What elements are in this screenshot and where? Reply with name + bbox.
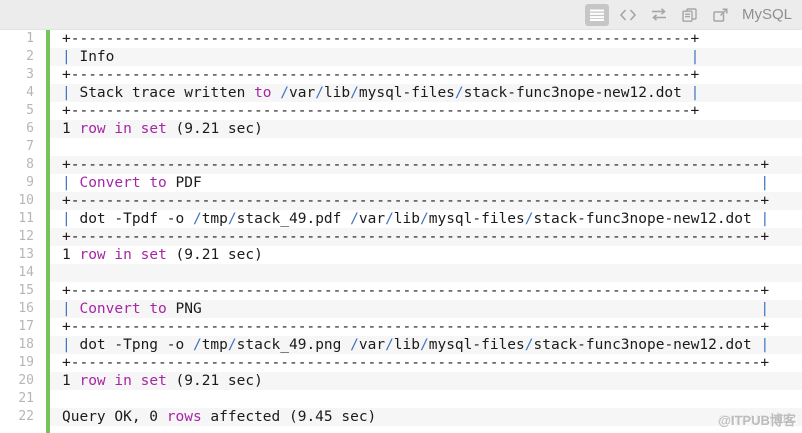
code-line: 22 Query OK, 0 rows affected (9.45 sec) [0,408,802,426]
code-line: 6 1 row in set (9.21 sec) [0,120,802,138]
code-line: 4 | Stack trace written to /var/lib/mysql… [0,84,802,102]
code-text: 1 row in set (9.21 sec) [50,120,802,138]
code-line: 3 +--------------------------------------… [0,66,802,84]
code-line: 18 | dot -Tpng -o /tmp/stack_49.png /var/… [0,336,802,354]
code-text: +---------------------------------------… [62,67,700,83]
code-text: | Convert to PDF | [62,175,770,191]
code-line: 14 [0,264,802,282]
line-number: 21 [18,391,34,406]
watermark: @ITPUB博客 [718,413,796,428]
code-text [50,264,802,282]
line-number: 13 [18,247,34,262]
code-text [50,390,802,408]
code-line: 13 1 row in set (9.21 sec) [0,246,802,264]
code-toolbar: MySQL [0,0,802,30]
line-number: 19 [18,355,34,370]
line-number: 17 [18,319,34,334]
code-text: Query OK, 0 rows affected (9.45 sec) [50,408,802,426]
line-number: 7 [26,139,34,154]
line-number: 9 [26,175,34,190]
line-number: 15 [18,283,34,298]
line-number: 4 [26,85,34,100]
line-number: 12 [18,229,34,244]
code-line: 12 +-------------------------------------… [0,228,802,246]
line-number: 22 [18,409,34,424]
code-line: 7 [0,138,802,156]
code-line: 1 +--------------------------------------… [0,30,802,48]
line-number: 5 [26,103,34,118]
code-text: 1 row in set (9.21 sec) [50,372,802,390]
line-number: 14 [18,265,34,280]
show-plain-text-icon[interactable] [584,3,609,26]
code-text: +---------------------------------------… [62,319,770,335]
code-text: +---------------------------------------… [50,156,802,174]
line-number: 8 [26,157,34,172]
line-number: 3 [26,67,34,82]
code-block: 1 +--------------------------------------… [0,30,802,433]
copy-icon[interactable] [678,4,702,26]
code-text: | Info | [50,48,802,66]
code-line: 8 +--------------------------------------… [0,156,802,174]
code-line: 16 | Convert to PNG | [0,300,802,318]
code-text: 1 row in set (9.21 sec) [62,247,263,263]
line-number: 20 [18,373,34,388]
line-number: 18 [18,337,34,352]
code-line: 11 | dot -Tpdf -o /tmp/stack_49.pdf /var/… [0,210,802,228]
brush-label: MySQL [741,6,792,23]
line-number: 6 [26,121,34,136]
line-number: 2 [26,49,34,64]
open-in-new-window-icon[interactable] [709,4,733,26]
code-line: 20 1 row in set (9.21 sec) [0,372,802,390]
code-line: 10 +-------------------------------------… [0,192,802,210]
code-text: | Stack trace written to /var/lib/mysql-… [50,84,802,102]
code-text: | dot -Tpdf -o /tmp/stack_49.pdf /var/li… [62,211,770,227]
code-text: +---------------------------------------… [62,283,770,299]
wrap-lines-icon[interactable] [647,4,671,26]
view-source-icon[interactable] [616,4,640,26]
code-lines: 1 +--------------------------------------… [0,30,802,426]
code-text: | dot -Tpng -o /tmp/stack_49.png /var/li… [50,336,802,354]
code-line: 2 | Info | [0,48,802,66]
code-text: +---------------------------------------… [62,355,770,371]
code-line: 19 +-------------------------------------… [0,354,802,372]
code-text: +---------------------------------------… [50,228,802,246]
line-number: 1 [26,31,34,46]
code-line: 17 +-------------------------------------… [0,318,802,336]
line-number: 11 [18,211,34,226]
code-line: 15 +-------------------------------------… [0,282,802,300]
line-number: 10 [18,193,34,208]
code-text [50,138,802,156]
code-text: | Convert to PNG | [50,300,802,318]
code-line: 5 +--------------------------------------… [0,102,802,120]
line-number: 16 [18,301,34,316]
code-line: 21 [0,390,802,408]
code-text: +---------------------------------------… [50,192,802,210]
gutter-divider [46,30,50,433]
code-text: +---------------------------------------… [62,103,700,119]
code-line: 9 | Convert to PDF | [0,174,802,192]
code-text: +---------------------------------------… [62,31,700,47]
